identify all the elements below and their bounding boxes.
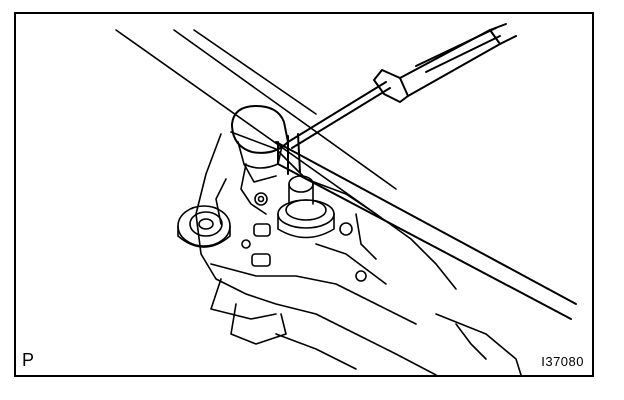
screwdriver-tool	[287, 23, 517, 149]
figure-code: I37080	[541, 354, 584, 369]
upper-link-bar	[115, 29, 397, 215]
corner-label: P	[22, 350, 35, 370]
crank-pivot	[277, 175, 335, 239]
connecting-rod	[275, 133, 577, 320]
motor-housing	[195, 131, 522, 375]
rubber-bushing	[177, 205, 231, 248]
illustration-frame: P I37080	[14, 12, 594, 377]
wiper-linkage-illustration	[115, 23, 577, 375]
